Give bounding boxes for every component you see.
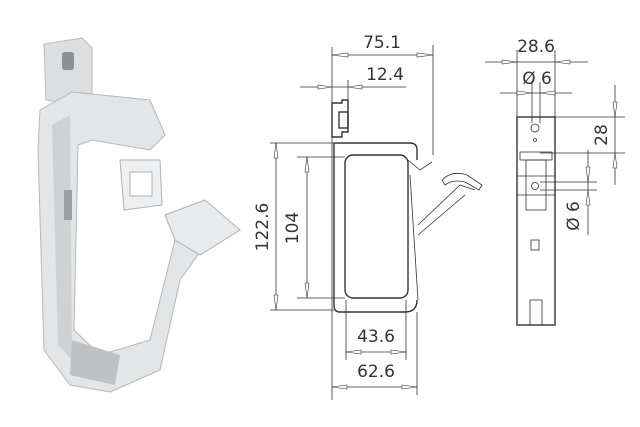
front-view	[485, 50, 625, 326]
dim-inner-height: 104	[283, 212, 303, 244]
dim-lower-hole-diameter: Ø 6	[564, 201, 584, 231]
dim-overall-height: 122.6	[253, 203, 273, 252]
product-render	[37, 37, 241, 393]
dim-mount-offset: 12.4	[366, 65, 404, 85]
dim-front-width: 28.6	[517, 37, 555, 57]
dim-base-width: 62.6	[357, 362, 395, 382]
side-view	[270, 45, 483, 400]
dim-overall-width: 75.1	[363, 33, 401, 53]
dim-top-hole-diameter: Ø 6	[522, 69, 552, 89]
dim-inner-width: 43.6	[357, 327, 395, 347]
dim-hole-spacing: 28	[592, 124, 612, 146]
